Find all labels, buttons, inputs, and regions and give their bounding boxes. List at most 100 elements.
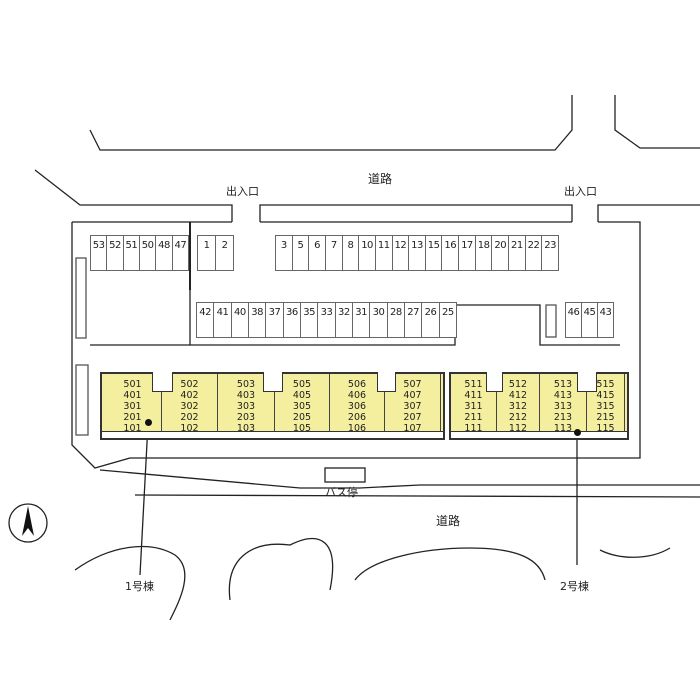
building2-marker — [574, 429, 581, 436]
north-arrow-icon — [8, 503, 48, 543]
parking-stall: 48 — [155, 235, 173, 271]
unit-number: 413 — [553, 390, 573, 401]
unit-number: 112 — [508, 423, 528, 434]
unit-number: 403 — [236, 390, 256, 401]
unit-number: 213 — [553, 412, 573, 423]
unit-number: 315 — [596, 401, 615, 412]
unit-number: 503 — [236, 379, 256, 390]
unit-number: 401 — [123, 390, 142, 401]
unit-number: 301 — [123, 401, 142, 412]
building-base — [451, 431, 627, 438]
parking-stall: 12 — [391, 235, 410, 271]
unit-number: 407 — [403, 390, 422, 401]
site-boundary — [445, 221, 641, 459]
unit-number: 107 — [403, 423, 422, 434]
road-edge — [134, 494, 700, 498]
parking-stall: 43 — [597, 302, 614, 338]
building-base — [102, 431, 443, 438]
unit-number: 303 — [236, 401, 256, 412]
unit-number: 313 — [553, 401, 573, 412]
parking-stall: 10 — [358, 235, 376, 271]
unit-number: 515 — [596, 379, 615, 390]
building-notch — [152, 372, 173, 392]
unit-number: 507 — [403, 379, 422, 390]
parking-stall: 2 — [215, 235, 234, 271]
parking-stall: 30 — [369, 302, 388, 338]
parking-stall: 13 — [408, 235, 426, 271]
parking-stall: 45 — [581, 302, 598, 338]
parking-stall: 5 — [291, 235, 310, 271]
unit-number: 111 — [464, 423, 483, 434]
parking-stall: 36 — [282, 302, 301, 338]
north-arrow-icon — [22, 506, 34, 536]
road-edge — [354, 547, 546, 581]
unit-number: 411 — [464, 390, 483, 401]
building-notch — [577, 372, 597, 392]
parking-stall: 32 — [334, 302, 353, 338]
unit-number: 101 — [123, 423, 142, 434]
parking-stall: 3 — [275, 235, 293, 271]
parking-stall: 53 — [90, 235, 108, 271]
parking-stall: 11 — [374, 235, 393, 271]
unit-number: 203 — [236, 412, 256, 423]
road-edge — [259, 204, 573, 222]
unit-number: 512 — [508, 379, 528, 390]
road-edge — [599, 547, 671, 558]
unit-number: 513 — [553, 379, 573, 390]
entrance-label-left: 出入口 — [226, 185, 259, 198]
parking-stall: 38 — [248, 302, 267, 338]
parking-stall: 26 — [421, 302, 440, 338]
road-edge — [74, 545, 186, 621]
unit-number: 105 — [292, 423, 312, 434]
road-edge — [614, 95, 700, 149]
unit-number: 311 — [464, 401, 483, 412]
parking-stall: 51 — [122, 235, 140, 271]
parking-stall: 7 — [324, 235, 343, 271]
parking-stall: 16 — [441, 235, 460, 271]
unit-number: 206 — [347, 412, 367, 423]
unit-number: 406 — [347, 390, 367, 401]
parking-stall: 35 — [300, 302, 319, 338]
road-edge — [228, 537, 334, 601]
unit-number: 212 — [508, 412, 528, 423]
site-boundary — [71, 222, 445, 469]
parking-stall: 20 — [491, 235, 510, 271]
unit-number: 207 — [403, 412, 422, 423]
road-label-bottom: 道路 — [436, 514, 461, 528]
unit-number: 506 — [347, 379, 367, 390]
road-label-top: 道路 — [368, 172, 393, 186]
road-edge — [99, 469, 700, 489]
parking-stall: 47 — [171, 235, 189, 271]
parking-stall: 46 — [565, 302, 582, 338]
parking-stall: 21 — [508, 235, 526, 271]
unit-number: 505 — [292, 379, 312, 390]
parking-stall: 31 — [352, 302, 371, 338]
road-edge — [89, 95, 573, 151]
unit-number: 115 — [596, 423, 615, 434]
parking-stall: 23 — [541, 235, 559, 271]
bus-stop-box — [324, 467, 366, 483]
unit-number: 202 — [180, 412, 199, 423]
road-edge — [34, 169, 233, 222]
unit-number: 215 — [596, 412, 615, 423]
stairs — [75, 257, 557, 436]
entrance-label-right: 出入口 — [564, 185, 597, 198]
unit-number: 302 — [180, 401, 199, 412]
unit-number: 412 — [508, 390, 528, 401]
unit-number: 502 — [180, 379, 199, 390]
building1-label: 1号棟 — [125, 580, 154, 593]
bus-stop-label: バス停 — [325, 486, 358, 499]
parking-stall: 50 — [139, 235, 157, 271]
parking-stall: 37 — [265, 302, 284, 338]
unit-number: 306 — [347, 401, 367, 412]
